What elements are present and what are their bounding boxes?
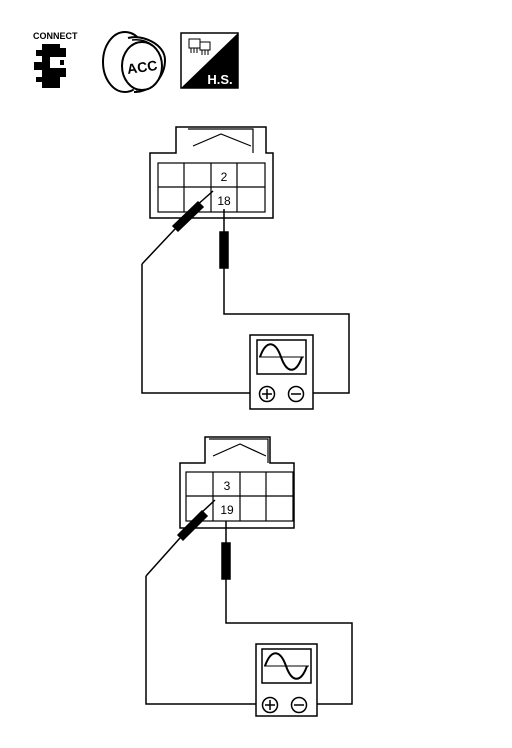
terminal-label-lower-1: 18 [217, 194, 231, 208]
minus-terminal-1 [287, 385, 305, 403]
ignition-key-acc-icon [102, 31, 167, 93]
probe-diagram-2: 3 19 [145, 436, 353, 717]
connector-icon [34, 44, 66, 88]
harness-side-icon-group: H.S. [180, 32, 239, 89]
connect-label: CONNECT [33, 31, 78, 41]
ignition-acc-icon-group: ACC [102, 31, 167, 93]
terminal-label-upper-2: 3 [224, 479, 231, 493]
oscilloscope-icon-1 [249, 334, 314, 410]
plus-terminal-1 [258, 385, 276, 403]
hs-label: H.S. [207, 72, 232, 87]
connector-face-2 [179, 436, 295, 529]
probe-left-1 [141, 190, 250, 394]
probe-right-2 [221, 521, 353, 705]
connect-icon-group: CONNECT [33, 31, 78, 88]
minus-terminal-2 [290, 696, 308, 714]
acc-label: ACC [126, 57, 158, 77]
plus-terminal-2 [261, 696, 279, 714]
harness-side-icon [188, 38, 211, 55]
probe-diagram-1: 2 18 [141, 126, 350, 410]
connector-face-1 [149, 126, 274, 219]
terminal-label-lower-2: 19 [220, 503, 234, 517]
terminal-label-upper-1: 2 [221, 170, 228, 184]
probe-left-2 [145, 499, 256, 705]
oscilloscope-icon-2 [255, 643, 318, 717]
probe-right-1 [219, 209, 350, 394]
